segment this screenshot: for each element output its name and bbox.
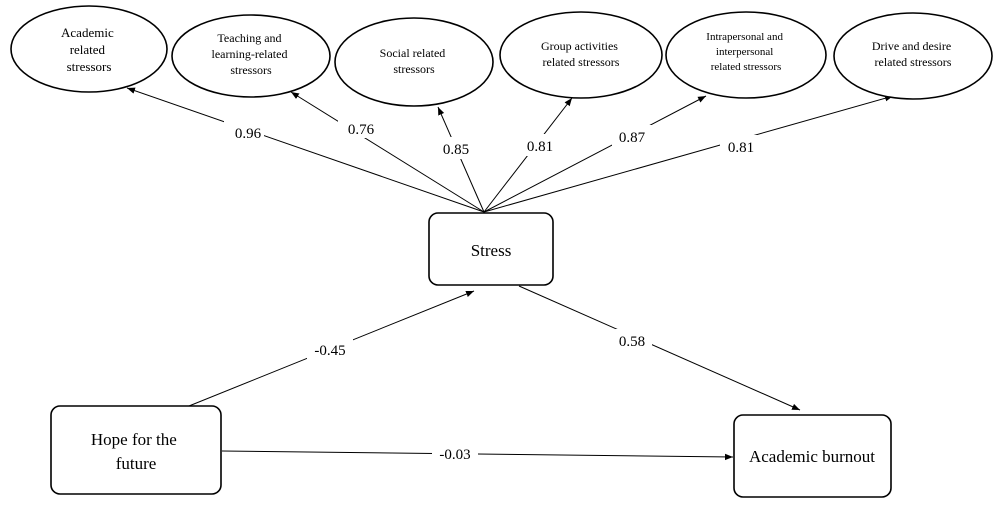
coef-stress-to-social: 0.85	[435, 137, 475, 159]
node-label-line: Hope for the	[91, 430, 177, 449]
coef-stress-to-intra: 0.87	[612, 125, 652, 147]
node-label-line: future	[116, 454, 157, 473]
path-stress-to-drive	[483, 95, 894, 213]
svg-text:Social related stressors: Social related stressors	[380, 46, 449, 76]
svg-text:0.81: 0.81	[728, 140, 754, 156]
svg-text:Group activities related: Group activities related stressors	[541, 39, 621, 69]
node-label-line: interpersonal	[716, 46, 773, 58]
svg-text:0.76: 0.76	[348, 122, 375, 138]
svg-text:0.85: 0.85	[443, 142, 469, 158]
path-stress-to-burnout	[518, 285, 801, 411]
node-hope-for-the-future: Hope for the future	[50, 405, 222, 495]
svg-text:Teaching and learning-re: Teaching and learning-related stressors	[212, 31, 291, 77]
node-label-line: Intrapersonal and	[706, 31, 783, 43]
node-label-line: stressors	[393, 62, 435, 76]
node-label-line: learning-related	[212, 47, 288, 61]
node-academic-related-stressors: Academic related stressors	[10, 5, 168, 93]
svg-text:0.96: 0.96	[235, 126, 262, 142]
coef-stress-to-burnout: 0.58	[612, 329, 652, 351]
node-label-line: related	[70, 42, 106, 57]
node-group-activities-stressors: Group activities related stressors	[499, 11, 663, 99]
coef-stress-to-teaching: 0.76	[338, 116, 378, 138]
path-stress-to-teaching	[290, 91, 485, 213]
coef-stress-to-drive: 0.81	[720, 135, 760, 157]
svg-text:Intrapersonal and interp: Intrapersonal and interpersonal related …	[706, 31, 785, 73]
coef-stress-to-group: 0.81	[519, 134, 559, 156]
svg-text:Hope for the future: Hope for the future	[91, 430, 181, 473]
coef-stress-to-academic: 0.96	[224, 121, 264, 143]
node-label-line: related stressors	[875, 55, 952, 69]
svg-text:0.81: 0.81	[527, 139, 553, 155]
node-stress-label: Stress	[471, 241, 512, 260]
svg-text:0.58: 0.58	[619, 334, 645, 350]
node-label-line: Drive and desire	[872, 39, 951, 53]
node-label-line: stressors	[230, 63, 272, 77]
path-stress-to-social	[437, 106, 485, 213]
node-social-related-stressors: Social related stressors	[334, 17, 494, 107]
coef-hope-to-stress: -0.45	[307, 338, 353, 360]
node-label-line: related stressors	[711, 61, 782, 73]
node-drive-desire-stressors: Drive and desire related stressors	[833, 12, 993, 100]
svg-text:Academic related s: Academic related stressors	[61, 25, 117, 74]
svg-text:Drive and desire related: Drive and desire related stressors	[872, 39, 954, 69]
svg-text:-0.45: -0.45	[314, 343, 345, 359]
node-label-line: Group activities	[541, 39, 618, 53]
node-label-line: Social related	[380, 46, 446, 60]
coef-hope-to-burnout: -0.03	[432, 443, 478, 465]
path-stress-to-intra	[483, 95, 707, 213]
node-academic-burnout: Academic burnout	[733, 414, 892, 498]
node-label-line: stressors	[67, 59, 112, 74]
node-intra-interpersonal-stressors: Intrapersonal and interpersonal related …	[665, 11, 827, 99]
svg-text:0.87: 0.87	[619, 130, 646, 146]
svg-text:-0.03: -0.03	[439, 447, 470, 463]
node-stress: Stress	[428, 212, 554, 286]
node-burnout-label: Academic burnout	[749, 447, 875, 466]
node-label-line: related stressors	[543, 55, 620, 69]
node-teaching-learning-stressors: Teaching and learning-related stressors	[171, 14, 331, 98]
path-stress-to-academic	[126, 87, 485, 213]
node-label-line: Teaching and	[217, 31, 281, 45]
node-label-line: Academic	[61, 25, 114, 40]
